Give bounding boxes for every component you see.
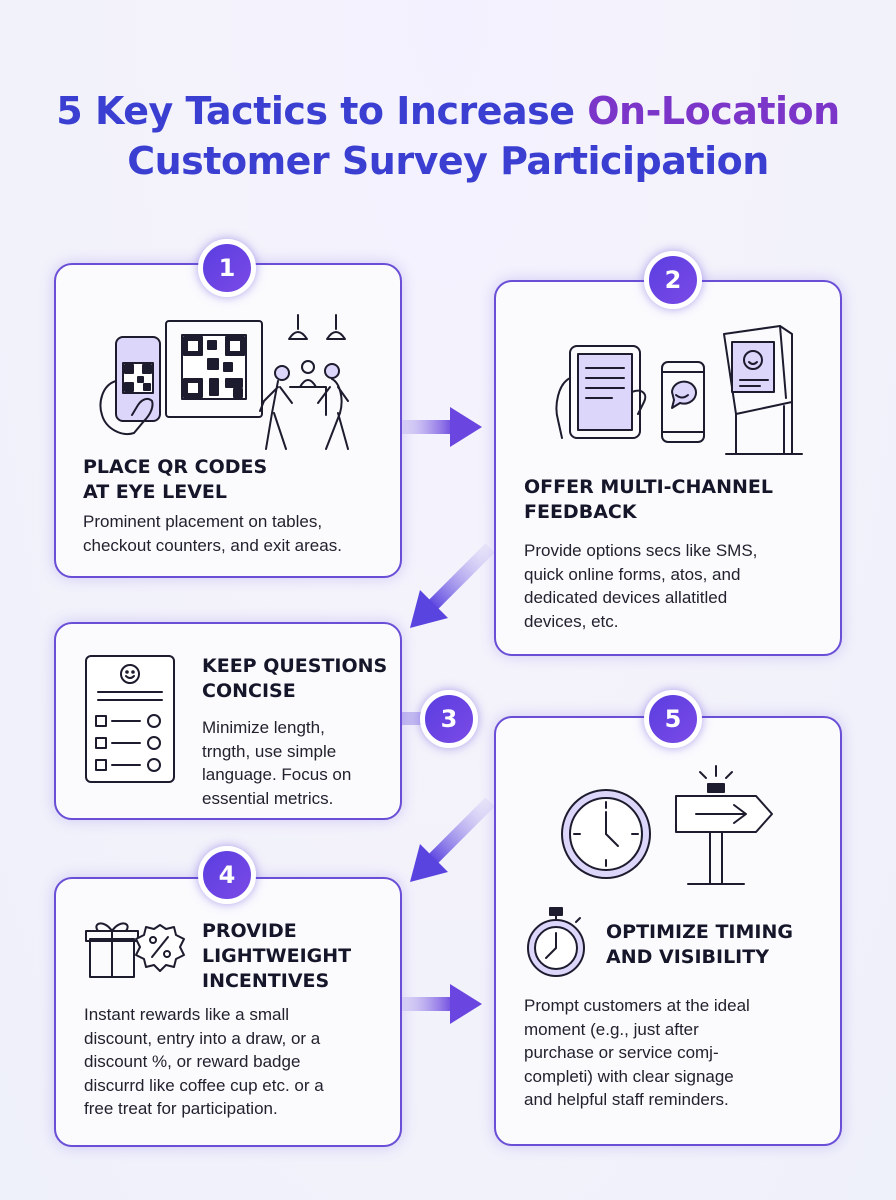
tactic-2-body: Provide options secs like SMS, quick onl… xyxy=(524,541,758,631)
card-1-illustration xyxy=(86,303,376,453)
feedback-kiosk-icon xyxy=(724,326,802,454)
arrow-3-connector xyxy=(402,712,424,725)
stopwatch-icon xyxy=(524,906,588,978)
tactic-card-2: OFFER MULTI-CHANNEL FEEDBACK Provide opt… xyxy=(494,280,842,656)
tablet-form-icon xyxy=(557,346,646,438)
tactic-1-heading: PLACE QR CODES AT EYE LEVEL xyxy=(83,456,268,503)
step-badge-4: 4 xyxy=(198,846,256,904)
tactic-1-body: Prominent placement on tables, checkout … xyxy=(83,512,342,555)
arrow-4-to-5 xyxy=(402,984,482,1024)
tactic-card-1: PLACE QR CODES AT EYE LEVEL Prominent pl… xyxy=(54,263,402,578)
title-line2: Customer Survey Participation xyxy=(127,139,769,183)
arrow-1-to-2 xyxy=(402,407,482,447)
incentive-icons xyxy=(86,917,188,981)
arrow-5-to-4 xyxy=(410,797,495,882)
phone-chat-icon xyxy=(662,362,704,442)
gift-icon xyxy=(86,923,138,977)
tactic-5-body: Prompt customers at the ideal moment (e.… xyxy=(524,996,750,1109)
tactic-2-heading: OFFER MULTI-CHANNEL FEEDBACK xyxy=(524,476,773,523)
tactic-5-heading: OPTIMIZE TIMING AND VISIBILITY xyxy=(606,921,793,968)
tactic-card-3: KEEP QUESTIONS CONCISE Minimize length, … xyxy=(54,622,402,820)
step-badge-2: 2 xyxy=(644,251,702,309)
tactic-4-heading: PROVIDE LIGHTWEIGHT INCENTIVES xyxy=(202,920,352,992)
qr-code-sign-icon xyxy=(166,321,262,417)
ceiling-lamp-icon xyxy=(289,315,345,339)
page-title: 5 Key Tactics to Increase On-Location Cu… xyxy=(0,86,896,186)
card-5-illustration xyxy=(556,762,796,892)
tactic-4-body: Instant rewards like a small discount, e… xyxy=(84,1005,324,1118)
step-badge-1: 1 xyxy=(198,239,256,297)
card-2-illustration xyxy=(540,322,820,462)
tactic-card-4: PROVIDE LIGHTWEIGHT INCENTIVES Instant r… xyxy=(54,877,402,1147)
title-line1-part2: On-Location xyxy=(587,89,840,133)
tactic-3-heading: KEEP QUESTIONS CONCISE xyxy=(202,655,388,702)
discount-badge-icon xyxy=(136,925,184,971)
direction-sign-icon xyxy=(676,766,772,884)
step-badge-3: 3 xyxy=(420,690,478,748)
wall-clock-icon xyxy=(562,790,650,878)
survey-form-icon xyxy=(82,654,178,784)
phone-qr-icon xyxy=(101,337,160,434)
arrow-2-to-3 xyxy=(410,543,495,628)
tactic-3-body: Minimize length, trngth, use simple lang… xyxy=(202,718,352,808)
walking-people-icon xyxy=(260,361,348,449)
tactic-card-5: OPTIMIZE TIMING AND VISIBILITY Prompt cu… xyxy=(494,716,842,1146)
title-line1-part1: 5 Key Tactics to Increase xyxy=(56,89,588,133)
step-badge-5: 5 xyxy=(644,690,702,748)
